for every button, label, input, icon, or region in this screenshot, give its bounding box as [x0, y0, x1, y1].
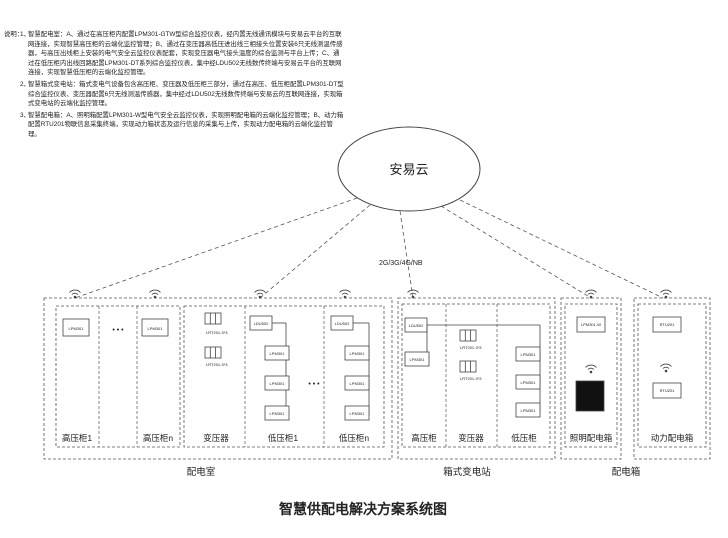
- wifi-icon: [149, 289, 161, 299]
- meter-lpm301: [344, 345, 370, 361]
- meter-lpm301-w: [576, 316, 606, 333]
- wifi-icon: [69, 289, 81, 299]
- notes-label: 说明：: [4, 31, 24, 38]
- note-item-2: 2、 智慧箱式变电站：箱式变电气设备包含高压柜、变压器及低压柜三部分，通过在高压…: [20, 80, 344, 109]
- wifi-icon: [585, 289, 597, 299]
- terminal-rtu201: [652, 316, 682, 333]
- meter-label: LPM301: [148, 326, 164, 331]
- temperature-sensor-icon: [204, 312, 222, 325]
- meter-label: LPM301: [350, 381, 366, 386]
- cloud-node: 安易云: [337, 126, 481, 212]
- wifi-icon: [339, 289, 351, 299]
- terminal-rtu201: [652, 382, 682, 399]
- distribution-room: LPM301 • • • LPM301 LRT201-3*3 LRT201-3*…: [43, 289, 393, 460]
- temperature-sensor-icon: [459, 329, 477, 342]
- cabinet-label: 高压柜1: [62, 433, 93, 443]
- group-label-boxes: 配电箱: [612, 466, 641, 478]
- network-label: 2G/3G/4G/NB: [379, 260, 423, 267]
- wifi-icon: [585, 364, 597, 374]
- sensor-label: LRT201-3*3: [460, 345, 482, 350]
- cabinet-label: 低压柜1: [268, 433, 299, 443]
- meter-label: LPM301: [521, 352, 537, 357]
- cabinet-label: 低压柜: [511, 433, 537, 443]
- ellipsis: • • •: [308, 381, 320, 388]
- diagram-title: 智慧供配电解决方案系统图: [278, 501, 447, 517]
- note-number: 2、: [20, 80, 30, 88]
- wifi-icon: [660, 289, 672, 299]
- distribution-boxes: LPM301-W RTU201 RTU201 照明配电箱 动力配电箱: [560, 289, 711, 460]
- meter-label: LPM301: [350, 351, 366, 356]
- meter-label: LPM301: [69, 326, 85, 331]
- meter-label: LPM301: [270, 351, 286, 356]
- meter-lpm301: [515, 346, 541, 362]
- meter-lpm301: [141, 318, 169, 337]
- note-text: 智慧配电箱：A、照明箱配置LPM301-W型电气安全云监控仪表，实现照明配电箱的…: [28, 111, 344, 138]
- cabinet-label: 高压柜n: [143, 433, 174, 443]
- note-item-3: 3、 智慧配电箱：A、照明箱配置LPM301-W型电气安全云监控仪表，实现照明配…: [20, 111, 344, 140]
- cabinet-label: 高压柜: [411, 433, 437, 443]
- note-number: 3、: [20, 111, 30, 119]
- meter-lpm301: [404, 351, 430, 367]
- wifi-icon: [660, 363, 672, 373]
- wifi-icon: [254, 289, 266, 299]
- link-power: [459, 199, 664, 299]
- meter-lpm301: [264, 405, 290, 421]
- meter-lpm301: [344, 375, 370, 391]
- terminal-label: LDU502: [335, 321, 350, 326]
- meter-label: LPM301: [270, 411, 286, 416]
- note-number: 1、: [20, 31, 30, 38]
- cabinet-label: 照明配电箱: [570, 433, 613, 443]
- cabinet-label: 低压柜n: [339, 433, 370, 443]
- cabinet-label: 变压器: [458, 433, 484, 443]
- meter-label: LPM301: [410, 357, 426, 362]
- meter-label: LPM301: [270, 381, 286, 386]
- terminal-label: LDU502: [409, 323, 424, 328]
- note-text: 智慧箱式变电站：箱式变电气设备包含高压柜、变压器及低压柜三部分，通过在高压、低压…: [28, 80, 344, 108]
- sensor-label: LRT201-3*3: [460, 376, 482, 381]
- box-substation: LDU502 LPM301 LRT201-3*3 LRT201-3*3 LPM3…: [397, 289, 556, 460]
- meter-label: LPM301: [521, 408, 537, 413]
- cabinet-label: 动力配电箱: [651, 433, 694, 443]
- note-item-1: 1、 智慧配电室：A、通过在高压柜内配置LPM301-GTW型综合监控仪表，经内…: [20, 30, 344, 78]
- cloud-label: 安易云: [389, 162, 428, 177]
- sensor-label: LRT201-3*3: [206, 362, 228, 367]
- meter-lpm301: [62, 318, 90, 337]
- terminal-label: RTU201: [660, 322, 676, 327]
- temperature-sensor-icon: [204, 346, 222, 359]
- meter-lpm301: [344, 405, 370, 421]
- terminal-label: RTU201: [660, 388, 676, 393]
- link-room-ldu: [259, 204, 371, 299]
- meter-label: LPM301: [350, 411, 366, 416]
- group-label-room: 配电室: [187, 466, 216, 478]
- terminal-label: LDU502: [254, 321, 269, 326]
- wireless-links: [74, 197, 664, 299]
- note-text: 智慧配电室：A、通过在高压柜内配置LPM301-GTW型综合监控仪表，经内置无线…: [28, 31, 343, 77]
- ellipsis: • • •: [112, 327, 124, 334]
- link-lighting: [440, 205, 592, 299]
- meter-label: LPM301-W: [581, 322, 601, 327]
- wifi-icon: [407, 289, 419, 299]
- meter-lpm301: [264, 375, 290, 391]
- meter-lpm301: [264, 345, 290, 361]
- link-hv1: [74, 197, 358, 299]
- notes: 说明： 1、 智慧配电室：A、通过在高压柜内配置LPM301-GTW型综合监控仪…: [4, 30, 344, 142]
- cabinet-label: 变压器: [203, 433, 229, 443]
- sensor-label: LRT201-3*3: [206, 330, 228, 335]
- meter-lpm301: [515, 402, 541, 418]
- control-unit: [575, 380, 605, 412]
- temperature-sensor-icon: [459, 360, 477, 373]
- meter-lpm301: [515, 374, 541, 390]
- meter-label: LPM301: [521, 380, 537, 385]
- group-label-substation: 箱式变电站: [443, 466, 491, 478]
- link-substation: [399, 210, 414, 299]
